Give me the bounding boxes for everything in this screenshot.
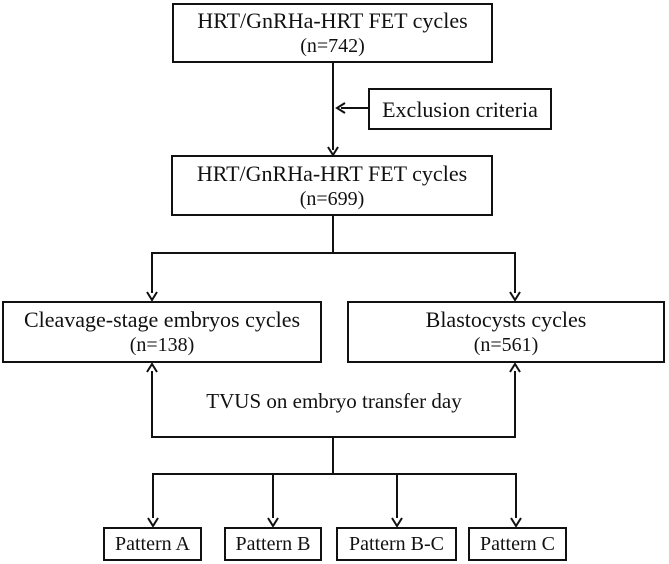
- node-cleavage-cycles-title: Cleavage-stage embryos cycles: [23, 307, 301, 332]
- node-total-cycles-title: HRT/GnRHa-HRT FET cycles: [197, 8, 468, 33]
- node-pattern-bc-label: Pattern B-C: [349, 533, 444, 555]
- node-cleavage-cycles: Cleavage-stage embryos cycles (n=138): [2, 301, 322, 363]
- node-pattern-a: Pattern A: [103, 527, 202, 561]
- node-blastocysts-cycles: Blastocysts cycles (n=561): [347, 301, 665, 363]
- connector-exclusion-arrow: [335, 102, 368, 114]
- node-pattern-a-label: Pattern A: [115, 533, 190, 555]
- node-exclusion-criteria-label: Exclusion criteria: [382, 96, 538, 122]
- node-included-cycles-title: HRT/GnRHa-HRT FET cycles: [196, 160, 468, 186]
- node-pattern-bc: Pattern B-C: [336, 527, 457, 561]
- node-total-cycles: HRT/GnRHa-HRT FET cycles (n=742): [172, 3, 493, 63]
- node-pattern-c: Pattern C: [468, 527, 567, 561]
- node-blastocysts-cycles-title: Blastocysts cycles: [425, 307, 587, 332]
- node-total-cycles-count: (n=742): [300, 35, 365, 57]
- tvus-label: TVUS on embryo transfer day: [206, 389, 462, 413]
- node-pattern-b: Pattern B: [224, 527, 322, 561]
- node-blastocysts-cycles-count: (n=561): [473, 334, 539, 356]
- connector-included-split: [146, 215, 521, 302]
- node-pattern-c-label: Pattern C: [480, 533, 555, 555]
- node-included-cycles: HRT/GnRHa-HRT FET cycles (n=699): [171, 155, 493, 216]
- node-pattern-b-label: Pattern B: [235, 533, 311, 555]
- connector-pattern-split: [147, 437, 522, 528]
- node-included-cycles-count: (n=699): [299, 187, 365, 210]
- connector-total-to-included: [327, 63, 339, 157]
- node-cleavage-cycles-count: (n=138): [129, 334, 195, 356]
- node-exclusion-criteria: Exclusion criteria: [368, 88, 552, 130]
